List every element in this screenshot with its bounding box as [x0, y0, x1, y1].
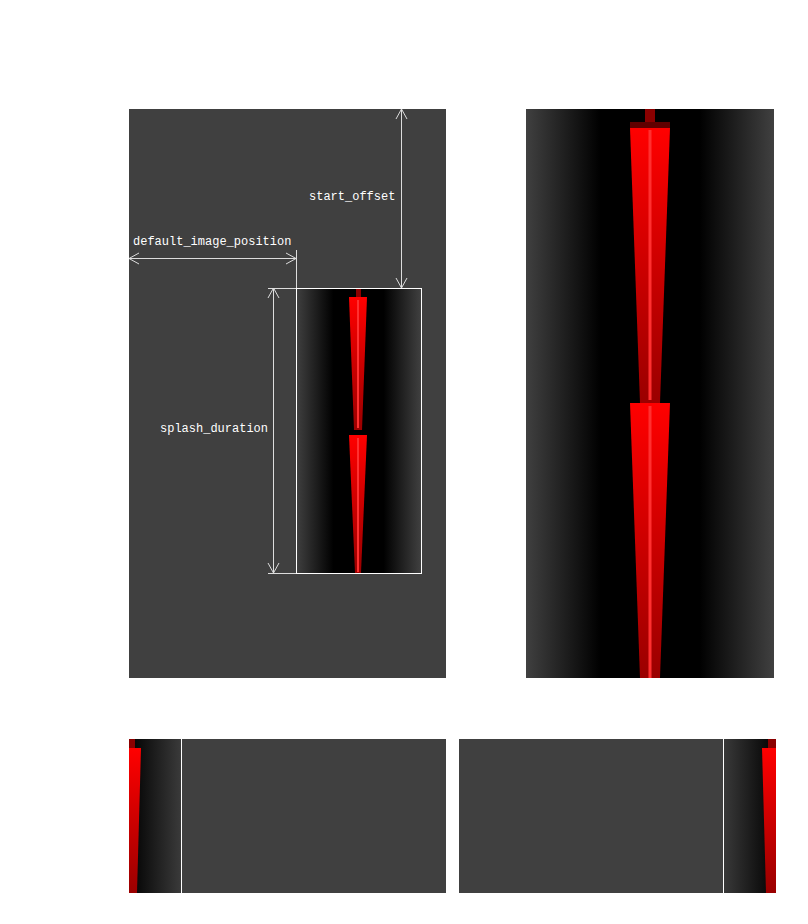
- image-edge: [723, 739, 724, 893]
- scaled-splash-image: [526, 109, 774, 678]
- red-stem: [129, 739, 135, 748]
- extension-line: [268, 573, 296, 574]
- arrow-head: [129, 253, 139, 264]
- arrow-head: [286, 253, 296, 264]
- red-stem: [768, 739, 776, 748]
- red-bar: [630, 403, 670, 678]
- red-highlight: [357, 300, 359, 428]
- arrow-head: [396, 278, 407, 288]
- red-bar: [349, 297, 367, 430]
- extension-line: [296, 250, 297, 288]
- dimension-label: default_image_position: [133, 234, 291, 250]
- arrow-head: [396, 109, 407, 119]
- cropped-image: [129, 739, 181, 893]
- red-bar: [630, 128, 670, 403]
- red-highlight: [357, 438, 359, 572]
- cropped-image: [723, 739, 776, 893]
- red-highlight: [649, 130, 652, 400]
- dimension-label: splash_duration: [160, 421, 268, 437]
- splash-image: [296, 288, 421, 573]
- screen-panel: [129, 109, 446, 678]
- dimension-label: start_offset: [309, 189, 395, 205]
- dimension-line: [273, 288, 274, 573]
- red-bar: [762, 748, 776, 893]
- red-highlight: [649, 406, 652, 678]
- red-cap: [630, 122, 670, 128]
- dimension-line: [401, 109, 402, 288]
- screen-panel: [459, 739, 776, 893]
- image-edge: [181, 739, 182, 893]
- arrow-head: [268, 288, 279, 298]
- arrow-head: [268, 563, 279, 573]
- red-bar: [129, 748, 141, 893]
- screen-panel: [129, 739, 446, 893]
- red-bar: [349, 435, 367, 573]
- red-stem: [645, 109, 655, 122]
- image-outline: [297, 289, 422, 574]
- dimension-line: [129, 258, 296, 259]
- red-stem: [356, 288, 361, 297]
- extension-line: [268, 288, 296, 289]
